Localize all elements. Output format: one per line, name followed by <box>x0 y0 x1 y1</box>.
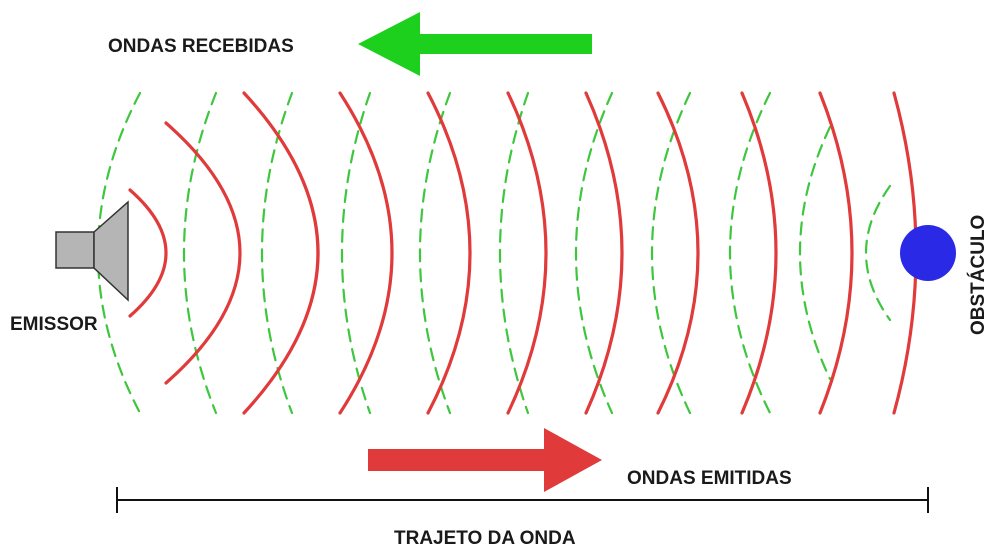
wave-path-label: TRAJETO DA ONDA <box>394 528 576 549</box>
emitted-wave-arc <box>128 188 168 318</box>
received-wave-arc <box>865 184 892 322</box>
received-wave-arc <box>729 91 772 415</box>
received-wave-arc <box>182 91 218 415</box>
emitted-waves <box>128 91 918 415</box>
emitted-waves-label: ONDAS EMITIDAS <box>627 468 792 489</box>
speaker-body <box>55 231 95 269</box>
emitted-waves-arrow <box>368 428 602 492</box>
received-wave-arc <box>799 125 832 381</box>
emitted-wave-arc <box>426 91 472 415</box>
emitted-wave-arc <box>164 121 242 385</box>
received-wave-arc <box>260 91 294 415</box>
emitted-wave-arc <box>338 91 394 415</box>
received-wave-arc <box>340 91 372 415</box>
emitted-wave-arc <box>242 91 320 415</box>
received-wave-arc <box>418 91 452 415</box>
speaker-icon <box>55 200 129 302</box>
received-wave-arc <box>574 91 614 415</box>
emitter-label: EMISSOR <box>10 314 98 335</box>
emitted-wave-arc <box>656 91 700 415</box>
emitted-wave-arc <box>506 91 548 415</box>
received-waves-arrow <box>358 12 592 76</box>
speaker-cone <box>93 200 129 302</box>
received-wave-arc <box>498 91 530 415</box>
obstacle-circle <box>900 225 956 281</box>
emitted-wave-arc <box>818 91 854 415</box>
emitted-wave-arc <box>584 91 624 415</box>
emitted-wave-arc <box>740 91 778 415</box>
received-waves <box>97 91 892 415</box>
obstacle-label: OBSTÁCULO <box>967 215 989 335</box>
received-waves-label: ONDAS RECEBIDAS <box>108 36 294 57</box>
path-bracket <box>116 487 929 513</box>
received-wave-arc <box>651 91 692 415</box>
